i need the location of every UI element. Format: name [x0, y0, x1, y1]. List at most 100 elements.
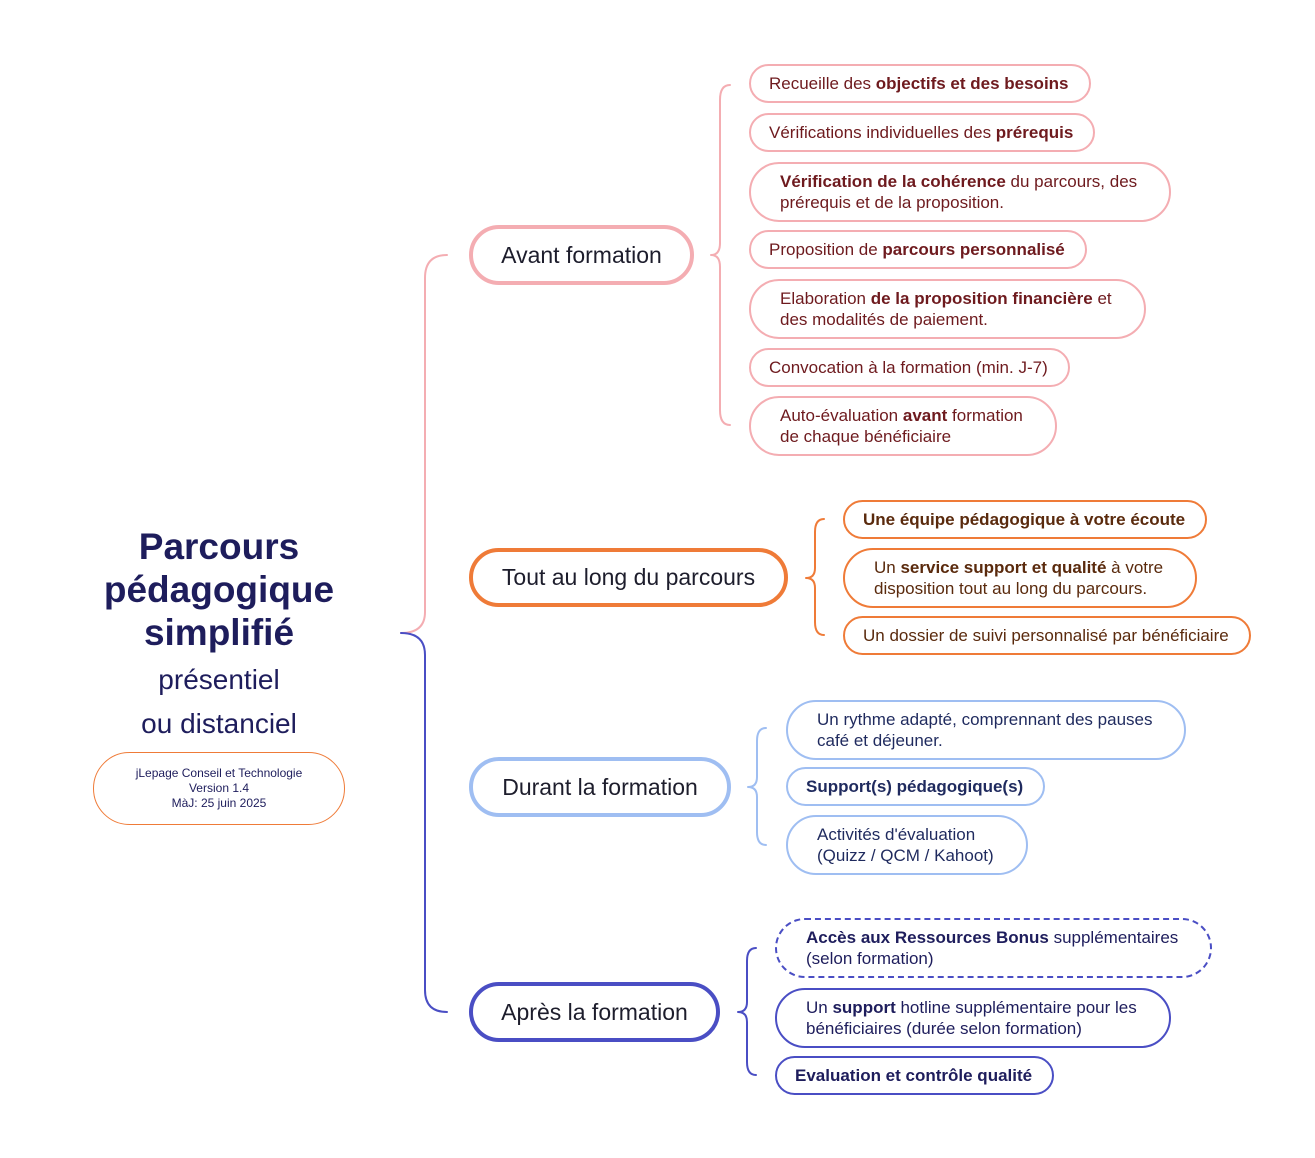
leaf-line: Un rythme adapté, comprennant des pauses [817, 709, 1152, 730]
leaf-line: Evaluation et contrôle qualité [795, 1065, 1032, 1086]
leaf-line: de chaque bénéficiaire [780, 426, 1023, 447]
leaf-text-bold: Une équipe pédagogique à votre écoute [863, 510, 1186, 529]
leaf-line: Un service support et qualité à votre [874, 557, 1163, 578]
leaf-text: Activités d'évaluation [817, 825, 976, 844]
bracket-tout-au-long [805, 518, 825, 636]
leaf-text: bénéficiaires (durée selon formation) [806, 1019, 1082, 1038]
leaf-text-bold: service support et qualité [900, 558, 1107, 577]
info-box: jLepage Conseil et Technologie Version 1… [93, 752, 345, 825]
leaf-text: Un [874, 558, 901, 577]
leaf-equipe-pedagogique: Une équipe pédagogique à votre écoute [843, 500, 1208, 539]
subtitle-line: ou distanciel [141, 708, 297, 739]
branch-avant-formation: Avant formation [469, 225, 694, 285]
connector-to-apres-formation [400, 632, 448, 1013]
leaf-line: Convocation à la formation (min. J-7) [769, 357, 1048, 378]
leaf-text: Vérifications individuelles des [769, 123, 996, 142]
leaf-text-bold: objectifs et des besoins [875, 74, 1069, 93]
leaf-text-bold: de la proposition financière [870, 289, 1093, 308]
leaf-auto-evaluation: Auto-évaluation avant formation de chaqu… [749, 396, 1057, 456]
leaf-text: formation [947, 406, 1023, 425]
leaf-line: bénéficiaires (durée selon formation) [806, 1018, 1137, 1039]
leaf-text-bold: parcours personnalisé [882, 240, 1065, 259]
branch-tout-au-long-du-parcours: Tout au long du parcours [469, 548, 788, 607]
leaf-text-bold: Vérification de la cohérence [780, 172, 1006, 191]
company-name: jLepage Conseil et Technologie [135, 766, 303, 780]
leaf-line: Elaboration de la proposition financière… [780, 288, 1112, 309]
branch-label: Durant la formation [502, 773, 698, 800]
leaf-text: du parcours, des [1005, 172, 1138, 191]
leaf-text-bold: Evaluation et contrôle qualité [795, 1066, 1033, 1085]
leaf-line: Vérifications individuelles des prérequi… [769, 122, 1073, 143]
bracket-avant-formation [710, 84, 731, 426]
leaf-text-bold: prérequis [995, 123, 1074, 142]
leaf-text: supplémentaires [1048, 928, 1179, 947]
leaf-text: hotline supplémentaire pour les [895, 998, 1137, 1017]
leaf-text: Recueille des [769, 74, 876, 93]
leaf-line: Un dossier de suivi personnalisé par bén… [863, 625, 1229, 646]
leaf-text: Un [806, 998, 833, 1017]
branch-label: Tout au long du parcours [501, 564, 756, 590]
leaf-convocation: Convocation à la formation (min. J-7) [749, 348, 1070, 387]
branch-label: Après la formation [501, 998, 688, 1025]
leaf-text: Convocation à la formation (min. J-7) [769, 358, 1048, 377]
leaf-text: Proposition de [769, 240, 883, 259]
leaf-text: Elaboration [780, 289, 871, 308]
leaf-coherence: Vérification de la cohérence du parcours… [749, 162, 1172, 222]
leaf-activites-evaluation: Activités d'évaluation (Quizz / QCM / Ka… [786, 815, 1028, 875]
connector-to-avant-formation [400, 254, 448, 634]
leaf-support-hotline: Un support hotline supplémentaire pour l… [775, 988, 1171, 1048]
leaf-line: Recueille des objectifs et des besoins [769, 73, 1069, 94]
leaf-proposition-financiere: Elaboration de la proposition financière… [749, 279, 1146, 339]
leaf-rythme-adapte: Un rythme adapté, comprennant des pauses… [786, 700, 1187, 760]
branch-label: Avant formation [501, 241, 662, 268]
leaf-line: des modalités de paiement. [780, 309, 1112, 330]
leaf-evaluation-qualite: Evaluation et contrôle qualité [775, 1056, 1055, 1095]
leaf-line: Proposition de parcours personnalisé [769, 239, 1065, 260]
leaf-text-bold: support [832, 998, 896, 1017]
branch-apres-la-formation: Après la formation [469, 982, 720, 1042]
leaf-text: (selon formation) [806, 949, 934, 968]
leaf-text: Un dossier de suivi personnalisé par bén… [863, 626, 1229, 645]
leaf-line: Accès aux Ressources Bonus supplémentair… [806, 927, 1178, 948]
leaf-text: (Quizz / QCM / Kahoot) [817, 846, 994, 865]
version-label: Version 1.4 [188, 781, 250, 795]
leaf-text-bold: Accès aux Ressources Bonus [806, 928, 1049, 947]
leaf-text: Un rythme adapté, comprennant des pauses [817, 710, 1153, 729]
leaf-text: prérequis et de la proposition. [780, 193, 1004, 212]
branch-durant-la-formation: Durant la formation [469, 757, 731, 817]
title-line: pédagogique [103, 569, 335, 610]
leaf-line: Support(s) pédagogique(s) [806, 776, 1023, 797]
central-title: Parcours pédagogique simplifié présentie… [60, 525, 378, 746]
leaf-line: prérequis et de la proposition. [780, 192, 1137, 213]
leaf-ressources-bonus: Accès aux Ressources Bonus supplémentair… [775, 918, 1213, 978]
subtitle: présentiel ou distanciel [60, 658, 378, 746]
leaf-text: et [1092, 289, 1112, 308]
leaf-service-support: Un service support et qualité à votre di… [843, 548, 1198, 608]
title-line: Parcours [138, 526, 300, 567]
bracket-apres-formation [737, 947, 757, 1076]
leaf-objectifs-besoins: Recueille des objectifs et des besoins [749, 64, 1091, 103]
subtitle-line: présentiel [158, 664, 280, 695]
leaf-prerequis: Vérifications individuelles des prérequi… [749, 113, 1096, 152]
leaf-text: des modalités de paiement. [780, 310, 988, 329]
update-date: MàJ: 25 juin 2025 [171, 796, 267, 810]
leaf-text: Auto-évaluation [780, 406, 903, 425]
leaf-text-bold: Support(s) pédagogique(s) [806, 777, 1024, 796]
title-line: simplifié [143, 612, 295, 653]
leaf-line: Un support hotline supplémentaire pour l… [806, 997, 1137, 1018]
bracket-durant-formation [747, 727, 767, 846]
leaf-text-bold: avant [902, 406, 948, 425]
leaf-text: disposition tout au long du parcours. [874, 579, 1148, 598]
leaf-line: Auto-évaluation avant formation [780, 405, 1023, 426]
leaf-line: disposition tout au long du parcours. [874, 578, 1163, 599]
leaf-line: Activités d'évaluation [817, 824, 994, 845]
leaf-text: à votre [1106, 558, 1164, 577]
leaf-supports-pedagogiques: Support(s) pédagogique(s) [786, 767, 1046, 806]
leaf-parcours-personnalise: Proposition de parcours personnalisé [749, 230, 1087, 269]
leaf-line: (selon formation) [806, 948, 1178, 969]
leaf-line: Vérification de la cohérence du parcours… [780, 171, 1137, 192]
leaf-line: (Quizz / QCM / Kahoot) [817, 845, 994, 866]
leaf-text: café et déjeuner. [817, 731, 943, 750]
